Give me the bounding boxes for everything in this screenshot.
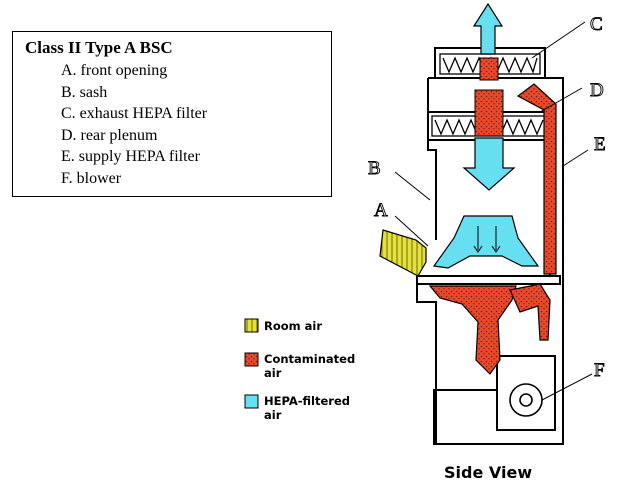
- exhaust-air-arrow: [472, 2, 504, 55]
- component-item-a: A. front opening: [61, 62, 168, 79]
- component-list-box: Class II Type A BSC A. front opening B. …: [12, 31, 332, 197]
- label-f: F: [594, 360, 606, 381]
- hepa-filtered-air-label-line2: air: [264, 408, 282, 422]
- recirculation-contaminated-air: [509, 283, 551, 341]
- exhaust-contaminated-air: [479, 57, 499, 81]
- hepa-filtered-air-label-line1: HEPA-filtered: [264, 394, 350, 408]
- component-item-b: B. sash: [61, 83, 108, 101]
- label-b: B: [368, 158, 382, 179]
- component-list: A. front opening B. sash C. exhaust HEPA…: [23, 60, 321, 190]
- blower: [509, 383, 543, 417]
- under-surface-contaminated-air: [428, 285, 517, 375]
- contaminated-air-label-line2: air: [264, 366, 282, 380]
- label-d: D: [590, 80, 605, 101]
- contaminated-air-swatch: [244, 352, 259, 367]
- component-item-e: E. supply HEPA filter: [61, 148, 200, 166]
- component-item-d: D. rear plenum: [61, 126, 158, 144]
- room-air-arrow: [379, 229, 427, 277]
- work-zone-filtered-air: [432, 215, 540, 269]
- supply-air-arrow: [462, 137, 516, 191]
- room-air-swatch: [244, 318, 259, 333]
- label-c: C: [590, 14, 604, 35]
- room-air-label: Room air: [264, 319, 322, 333]
- diagram-caption: Side View: [444, 463, 532, 482]
- component-item-c: C. exhaust HEPA filter: [61, 105, 208, 123]
- air-type-key: Room air Contaminated air HEPA-filtered …: [244, 318, 355, 422]
- work-zone-down-arrows: [473, 226, 501, 253]
- hepa-filtered-air-swatch: [244, 394, 259, 409]
- label-e: E: [594, 134, 607, 155]
- label-a: A: [374, 200, 389, 221]
- contaminated-air-label-line1: Contaminated: [264, 352, 355, 366]
- component-list-title: Class II Type A BSC: [25, 38, 173, 57]
- component-item-f: F. blower: [61, 169, 122, 187]
- central-contaminated-column: [474, 89, 504, 137]
- leader-lines: [394, 21, 593, 401]
